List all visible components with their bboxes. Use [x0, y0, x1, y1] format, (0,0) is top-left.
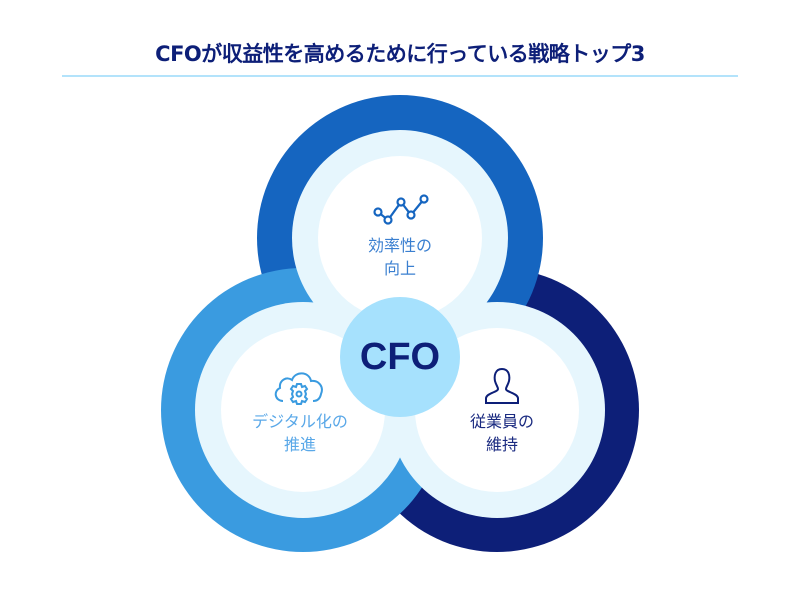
label-efficiency: 効率性の 向上: [320, 234, 480, 280]
label-efficiency-line2: 向上: [383, 259, 416, 278]
label-employee-retention-line2: 維持: [485, 435, 518, 454]
inner-disc-top: [318, 156, 482, 320]
label-efficiency-line1: 効率性の: [367, 236, 432, 255]
diagram-title: CFOが収益性を高めるために行っている戦略トップ3: [155, 42, 645, 66]
label-employee-retention-line1: 従業員の: [469, 412, 534, 431]
label-digitalization: デジタル化の 推進: [220, 410, 380, 456]
person-icon: [485, 367, 519, 404]
center-cfo-circle: CFO: [340, 297, 460, 417]
label-employee-retention: 従業員の 維持: [422, 410, 582, 456]
title-underline: [62, 75, 738, 77]
line-chart-icon: [373, 194, 429, 225]
cloud-gear-icon: [274, 372, 323, 405]
label-digitalization-line1: デジタル化の: [252, 412, 348, 431]
label-digitalization-line2: 推進: [283, 435, 316, 454]
